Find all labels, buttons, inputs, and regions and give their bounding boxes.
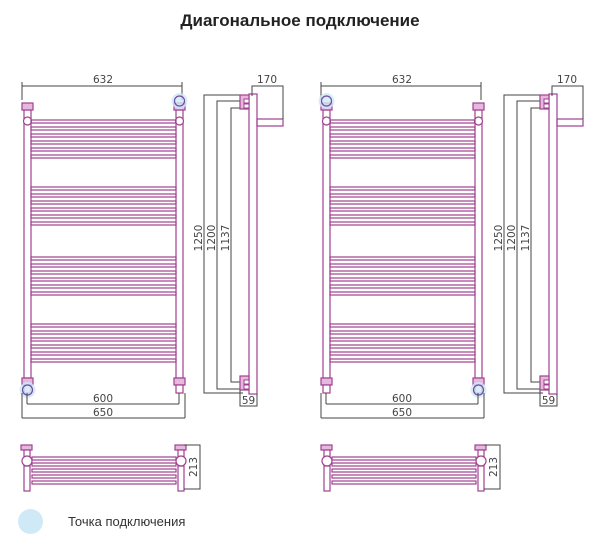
right-front-view — [318, 82, 487, 419]
dim-depth: 170 — [557, 74, 577, 86]
dim-top-width: 632 — [392, 74, 412, 86]
dim-height-mid: 1200 — [206, 225, 218, 252]
dim-depth: 170 — [257, 74, 277, 86]
right-side-view — [503, 85, 584, 407]
dim-height-total: 1250 — [193, 225, 205, 252]
left-top-view — [20, 444, 201, 492]
dim-top-width: 632 — [93, 74, 113, 86]
dim-wall-offset: 59 — [242, 395, 255, 407]
connection-point-bottom-left — [19, 382, 36, 398]
connection-point-top-right — [171, 93, 188, 109]
dim-inner-width: 600 — [392, 393, 412, 405]
dim-height-total: 1250 — [493, 225, 505, 252]
connection-point-icon — [18, 508, 43, 534]
dim-height-axis: 1137 — [520, 225, 532, 252]
dim-height-mid: 1200 — [506, 225, 518, 252]
left-front-view — [19, 82, 188, 419]
page-title: Диагональное подключение — [180, 11, 420, 30]
dim-top-view-depth: 213 — [488, 457, 500, 477]
dim-wall-offset: 59 — [542, 395, 555, 407]
dim-height-axis: 1137 — [220, 225, 232, 252]
legend: Точка подключения — [18, 508, 185, 534]
legend-label: Точка подключения — [68, 513, 186, 529]
dim-top-view-depth: 213 — [188, 457, 200, 477]
connection-point-top-left — [318, 93, 335, 109]
right-top-view — [320, 444, 501, 492]
dim-inner-width: 600 — [93, 393, 113, 405]
left-side-view — [203, 85, 284, 407]
dim-outer-width: 650 — [392, 407, 412, 419]
dim-outer-width: 650 — [93, 407, 113, 419]
connection-point-bottom-right — [470, 382, 487, 398]
